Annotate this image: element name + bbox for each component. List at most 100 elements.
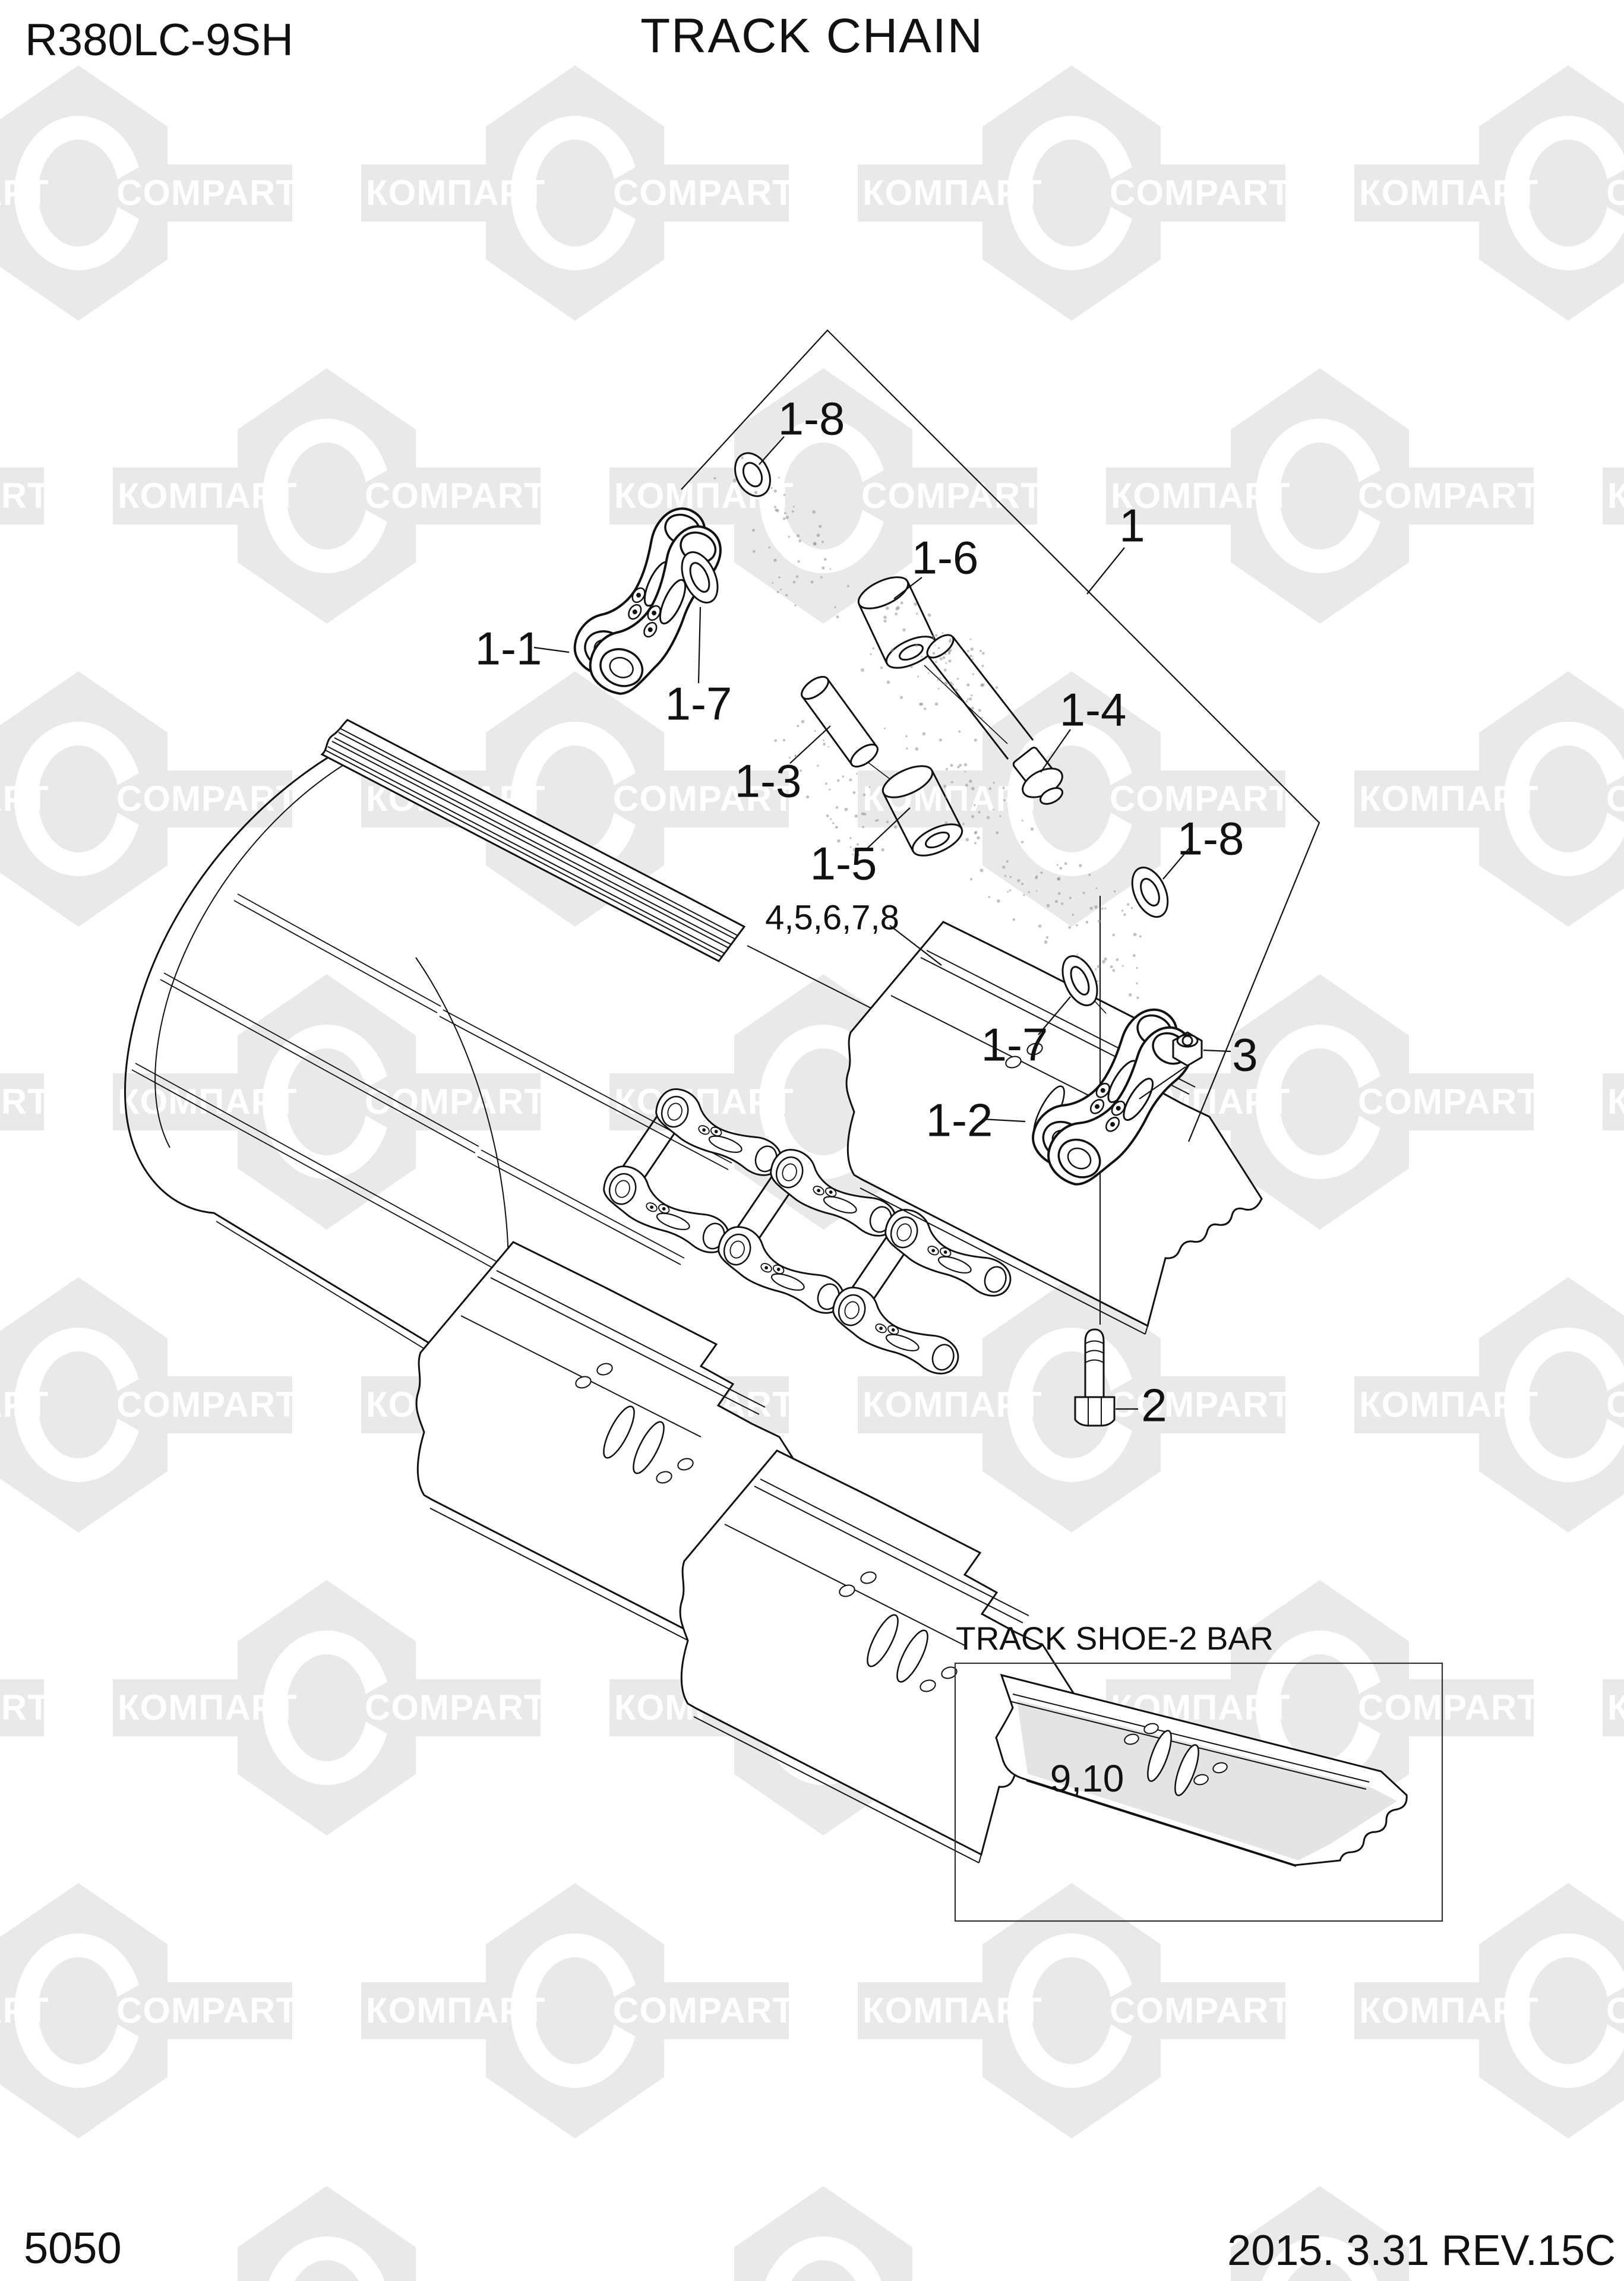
watermark-word-left: КОМПАРТ — [0, 1385, 49, 1424]
watermark-word-right: COMPART — [613, 779, 795, 819]
watermark-word-right: COMPART — [1606, 1991, 1624, 2030]
stipple-texture — [713, 456, 1142, 1000]
watermark-word-left: КОМПАРТ — [1359, 173, 1539, 213]
watermark-banner — [0, 1073, 44, 1130]
watermark-word-right: COMPART — [365, 1688, 546, 1727]
watermark-tile: КОМПАРТ COMPART — [1354, 65, 1624, 321]
part-label: 1-8 — [1177, 812, 1244, 865]
watermark-word-right: COMPART — [1606, 173, 1624, 213]
watermark-tile: КОМПАРТ COMPART — [361, 1883, 795, 2138]
watermark-tile: КОМПАРТ COMPART — [858, 1277, 1291, 1533]
part-label: 3 — [1232, 1028, 1258, 1081]
bushing-1-5 — [881, 765, 963, 857]
watermark-word-right: COMPART — [1358, 1082, 1540, 1121]
watermark-word-left: КОМПАРТ — [1607, 1082, 1624, 1121]
watermark-word-left: КОМПАРТ — [118, 1688, 298, 1727]
part-label: 1-1 — [475, 622, 542, 675]
watermark-word-left: КОМПАРТ — [366, 173, 546, 213]
part-label: 1-6 — [911, 531, 979, 584]
watermark-word-left: КОМПАРТ — [0, 1991, 49, 2030]
watermark-word-left: КОМПАРТ — [1359, 779, 1539, 819]
watermark-tile: КОМПАРТ COMPART — [1354, 1277, 1624, 1533]
track-band — [124, 740, 911, 1642]
watermark-banner — [0, 467, 44, 525]
watermark-word-right: COMPART — [1110, 779, 1291, 819]
master-pin-1-4 — [926, 634, 1064, 805]
washer-1-7-left — [681, 551, 719, 604]
watermark-word-left: КОМПАРТ — [1359, 1991, 1539, 2030]
watermark-word-left: КОМПАРТ — [118, 1082, 298, 1121]
watermark-banner — [1603, 467, 1624, 525]
page-number: 5050 — [24, 2223, 122, 2273]
watermark-word-right: COMPART — [613, 173, 795, 213]
watermark-word-right: COMPART — [116, 1991, 298, 2030]
watermark-banner — [0, 1679, 44, 1736]
watermark-word-right: COMPART — [861, 476, 1043, 516]
watermark-word-left: КОМПАРТ — [862, 173, 1042, 213]
seal-1-8-right — [1131, 866, 1169, 918]
watermark-word-left: КОМПАРТ — [1111, 476, 1291, 516]
inset-box — [954, 1662, 1443, 1922]
part-label: 1-8 — [778, 392, 845, 445]
watermark-word-right: COMPART — [1606, 779, 1624, 819]
page-title: TRACK CHAIN — [640, 9, 984, 63]
watermark-word-right: COMPART — [1110, 1385, 1291, 1424]
watermark-word-right: COMPART — [1110, 173, 1291, 213]
nut-3 — [1172, 1031, 1203, 1067]
part-label: 1-7 — [665, 677, 732, 730]
watermark-tile: КОМПАРТ COMPART — [1106, 368, 1540, 624]
watermark-word-left: КОМПАРТ — [862, 1385, 1042, 1424]
watermark-word-right: COMPART — [116, 779, 298, 819]
watermark-tile: КОМПАРТ COMPART — [0, 671, 298, 927]
assembly-frame — [681, 329, 1320, 1142]
watermark-banner — [1603, 1679, 1624, 1736]
watermark-tile: КОМПАРТ COMPART — [1354, 1883, 1624, 2138]
watermark-word-left: КОМПАРТ — [0, 173, 49, 213]
watermark-word-right: COMPART — [1606, 1385, 1624, 1424]
watermark-word-right: COMPART — [365, 476, 546, 516]
bolt-2 — [1074, 1328, 1116, 1427]
watermark-word-left: КОМПАРТ — [1607, 476, 1624, 516]
watermark-word-right: COMPART — [613, 1991, 795, 2030]
watermark-tile: КОМПАРТ COMPART — [0, 1277, 298, 1533]
part-label: 1-3 — [734, 754, 802, 807]
model-code: R380LC-9SH — [25, 15, 293, 65]
watermark-word-right: COMPART — [116, 173, 298, 213]
watermark-tile: КОМПАРТ COMPART — [113, 1580, 546, 1835]
grouser-rail — [320, 719, 746, 962]
part-label: 4,5,6,7,8 — [765, 898, 899, 937]
watermark-word-right: COMPART — [1110, 1991, 1291, 2030]
watermark-word-left: КОМПАРТ — [366, 1991, 546, 2030]
watermark-word-right: COMPART — [116, 1385, 298, 1424]
watermark-banner — [1603, 1073, 1624, 1130]
part-label: 1-5 — [810, 837, 877, 890]
watermark-word-left: КОМПАРТ — [1607, 1688, 1624, 1727]
inset-box-title: TRACK SHOE-2 BAR — [956, 1620, 1274, 1657]
watermark-tile: КОМПАРТ COMPART — [858, 65, 1291, 321]
watermark-word-right: COMPART — [1358, 476, 1540, 516]
part-label: 1-2 — [925, 1094, 993, 1146]
watermark-word-left: КОМПАРТ — [1359, 1385, 1539, 1424]
watermark-word-left: КОМПАРТ — [0, 779, 49, 819]
part-label: 2 — [1141, 1379, 1167, 1432]
washer-1-7-bottom — [1061, 955, 1098, 1006]
watermark-tile: КОМПАРТ COMPART — [361, 65, 795, 321]
watermark-word-right: COMPART — [1358, 1688, 1540, 1727]
watermark-tile: КОМПАРТ COMPART — [1354, 671, 1624, 927]
pin-1-3 — [801, 675, 879, 768]
part-label: 1-4 — [1059, 683, 1127, 736]
part-label: 1 — [1119, 499, 1145, 552]
seal-1-8-top — [734, 452, 771, 497]
